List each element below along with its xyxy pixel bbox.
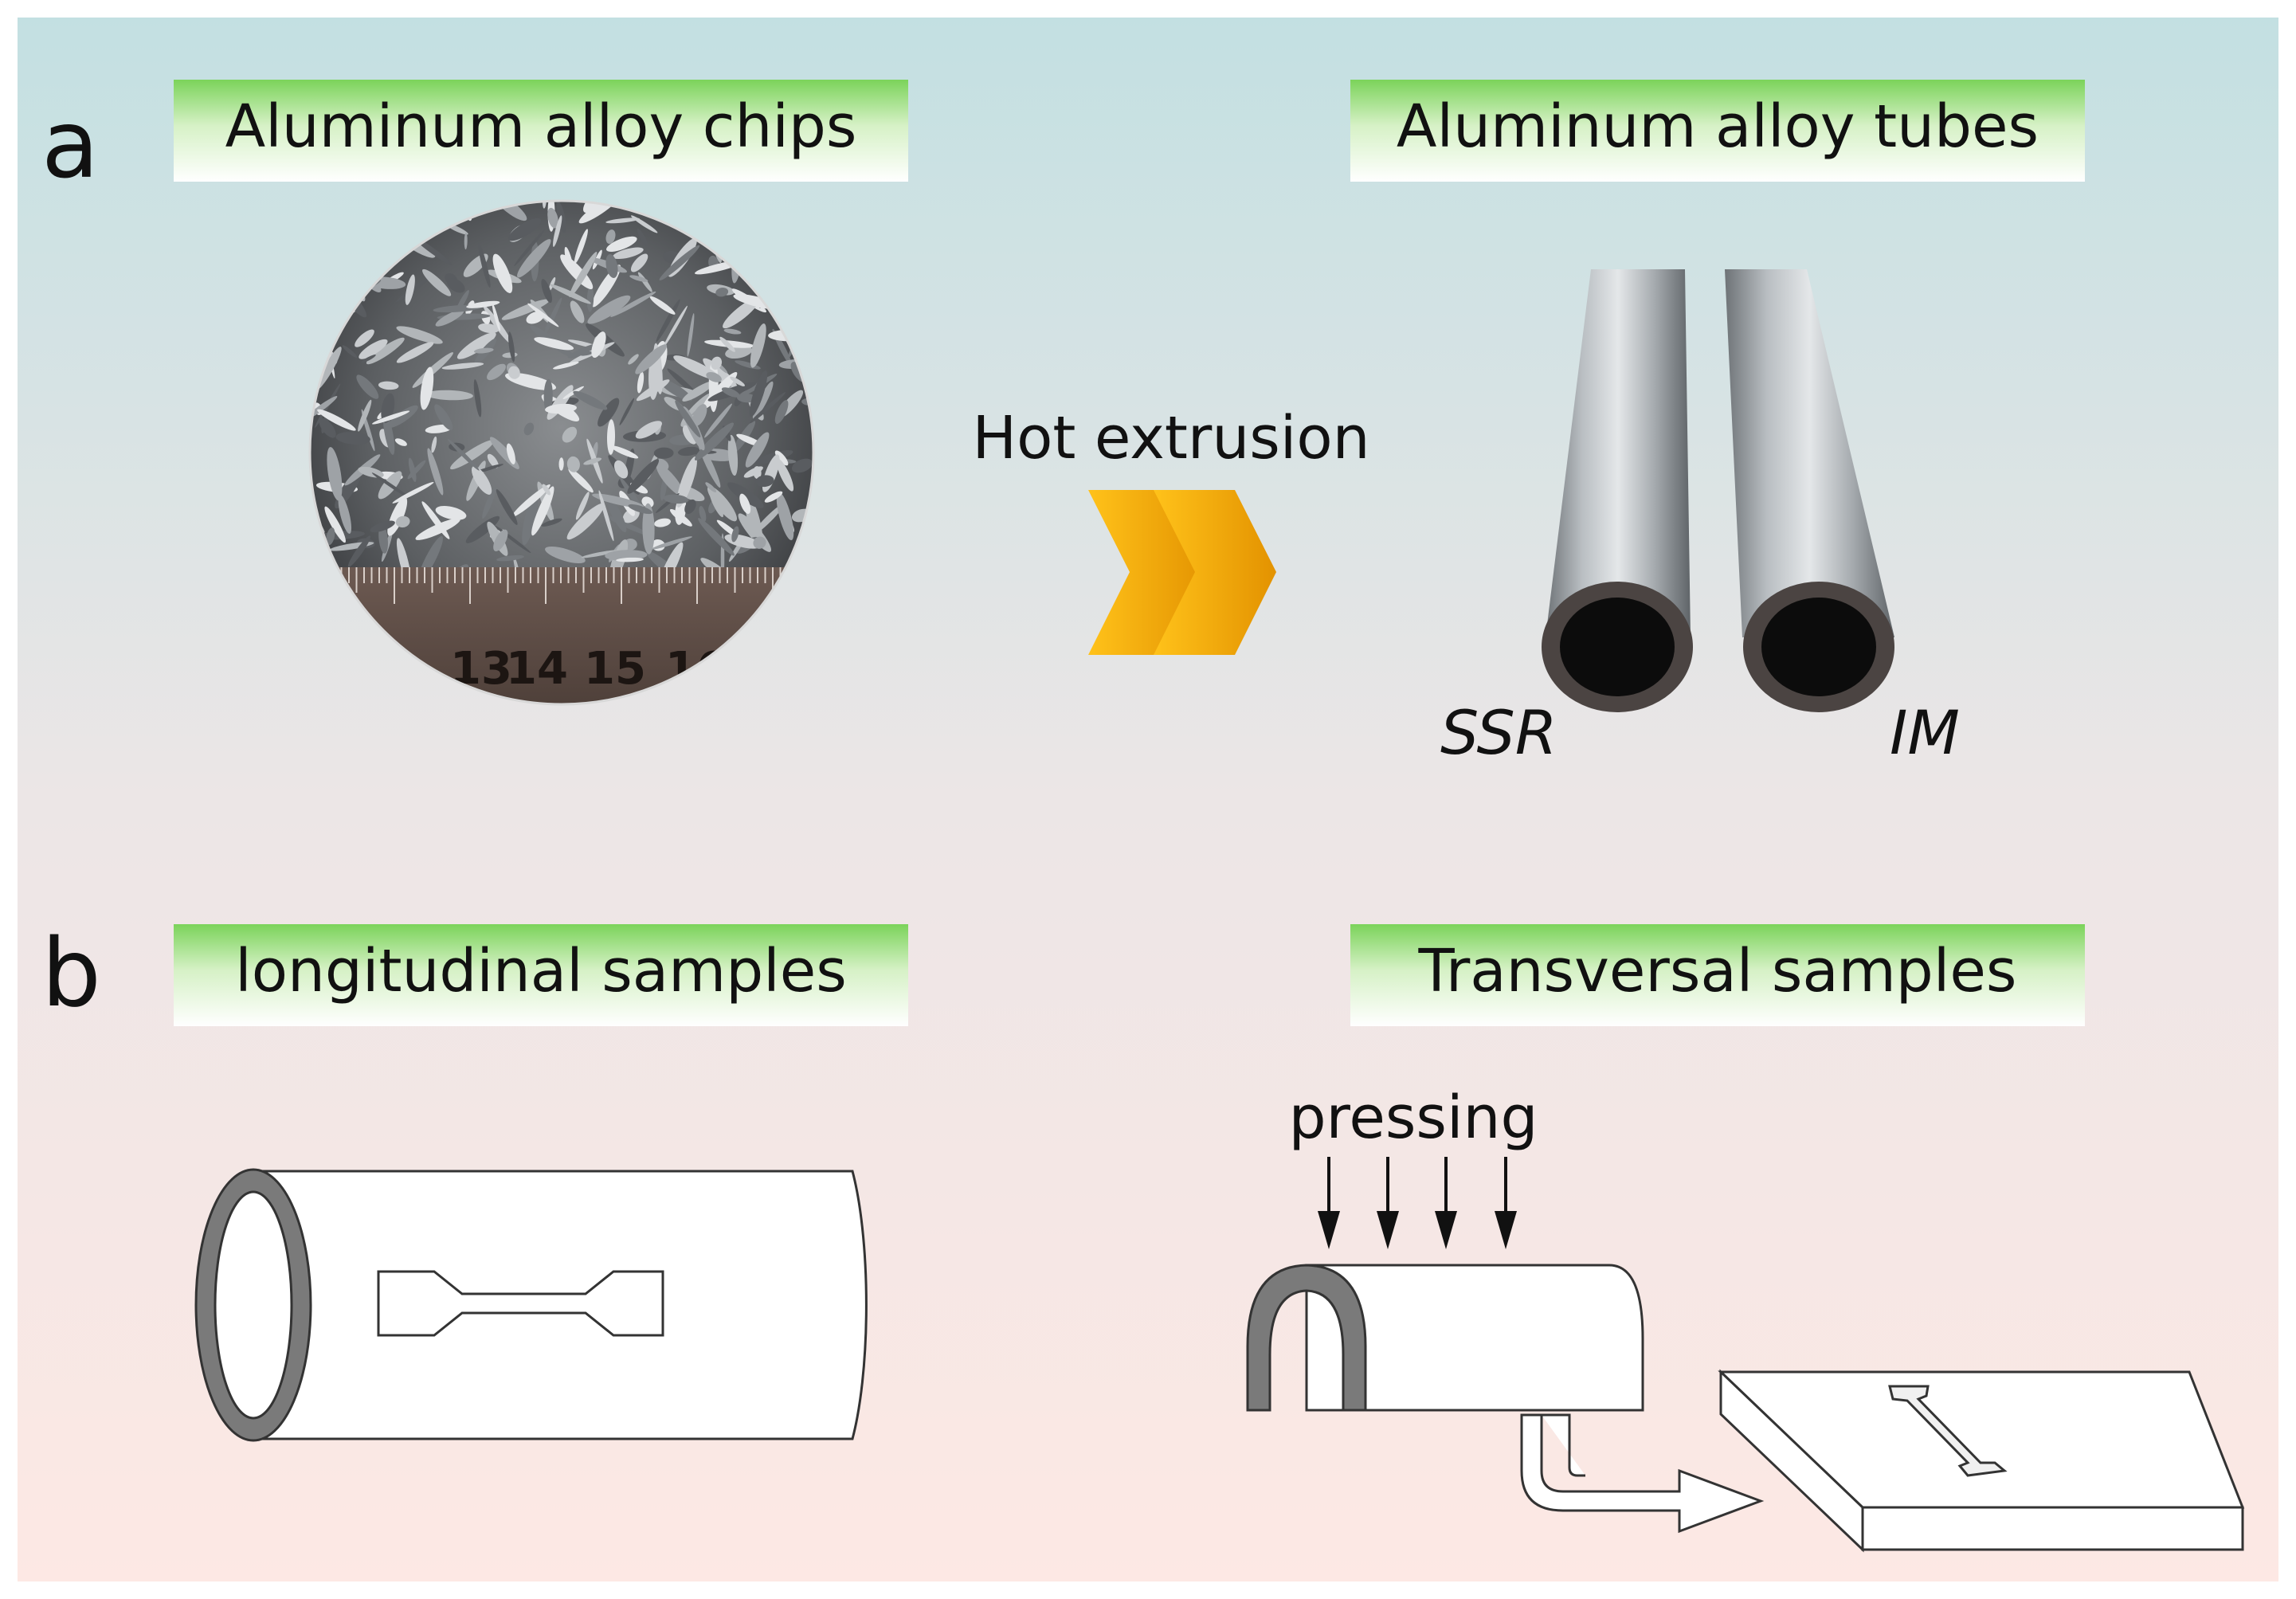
arrow-down-icon [1318, 1211, 1340, 1249]
dogbone-specimen-transversal [1888, 1385, 2008, 1477]
arrow-down-icon [1435, 1211, 1457, 1249]
ruler-number-14: 14 [506, 643, 568, 695]
banner-transversal: Transversal samples [1350, 924, 2085, 1026]
heading-transversal-samples: Transversal samples [1418, 937, 2017, 1005]
banner-chips: Aluminum alloy chips [174, 80, 908, 182]
arrow-down-icon [1495, 1211, 1517, 1249]
extrusion-chevron-icon [1088, 490, 1276, 655]
tube-ssr [1542, 269, 1693, 712]
heading-aluminum-alloy-chips: Aluminum alloy chips [225, 92, 857, 161]
ruler-number-15: 15 [584, 643, 646, 695]
banner-longitudinal: longitudinal samples [174, 924, 908, 1026]
flattened-plate-diagram [1718, 1369, 2245, 1553]
flow-arrow-icon [1520, 1413, 1765, 1534]
heading-aluminum-alloy-tubes: Aluminum alloy tubes [1397, 92, 2039, 161]
panel-b-letter: b [41, 918, 101, 1028]
pressing-arrows [1318, 1157, 1517, 1249]
dogbone-specimen-longitudinal [377, 1270, 664, 1337]
heading-longitudinal-samples: longitudinal samples [235, 937, 847, 1005]
banner-tubes: Aluminum alloy tubes [1350, 80, 2085, 182]
arrow-down-icon [1377, 1211, 1399, 1249]
panel-a-letter: a [41, 89, 99, 199]
label-im: IM [1890, 697, 1960, 768]
chips-photo-border [308, 199, 815, 706]
hot-extrusion-label: Hot extrusion [972, 404, 1369, 472]
tube-im [1725, 269, 1894, 712]
longitudinal-tube-diagram [194, 1168, 868, 1442]
half-tube-diagram [1246, 1264, 1644, 1412]
label-ssr: SSR [1440, 697, 1557, 768]
pressing-label: pressing [1289, 1084, 1538, 1152]
